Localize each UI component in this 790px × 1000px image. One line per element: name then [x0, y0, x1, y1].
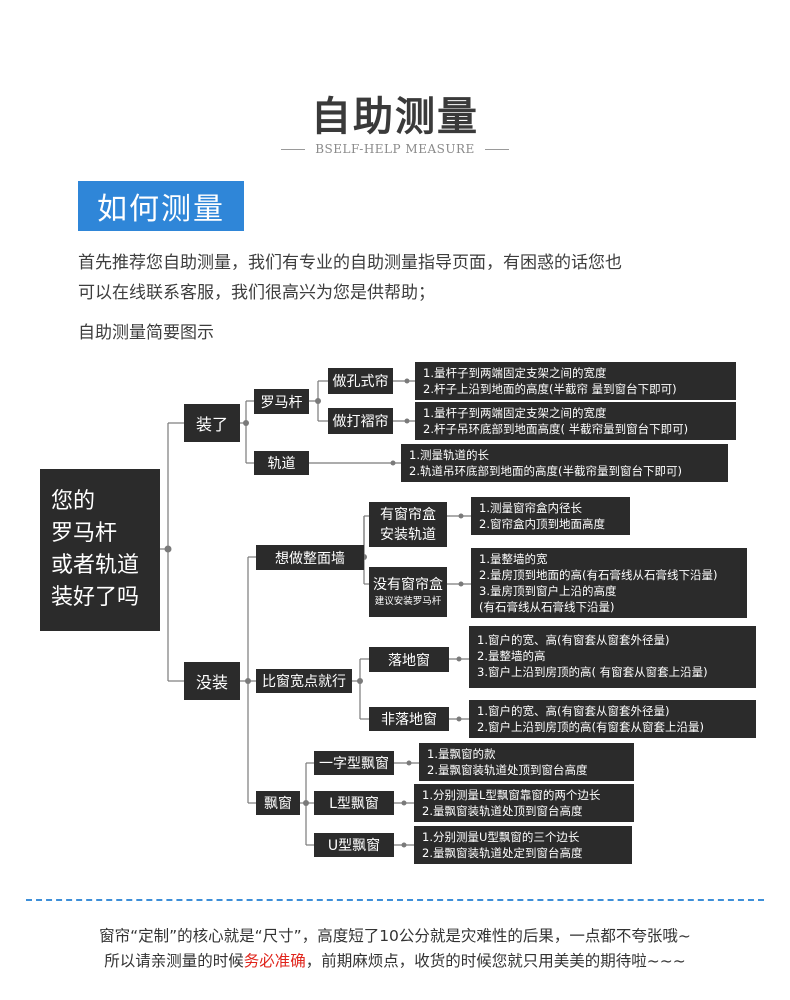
note-line: 2.轨道吊环底部到地面的高度(半截帘量到窗台下即可) — [409, 464, 682, 478]
note-line: 2.杆子上沿到地面的高度(半截帘 量到窗台下即可) — [423, 382, 677, 396]
node-u-shape-bay-window: U型飘窗 — [314, 833, 394, 857]
node-sublabel: 建议安装罗马杆 — [374, 596, 442, 607]
node-roman-rod: 罗马杆 — [254, 389, 309, 414]
note-line: 2.量飘窗装轨道处顶到窗台高度 — [427, 763, 588, 777]
node-not-installed: 没装 — [184, 662, 240, 700]
note-l-shape-bay-window: 1.分别测量L型飘窗靠窗的两个边长 2.量飘窗装轨道处顶到窗台高度 — [414, 784, 634, 822]
subtitle-row: BSELF-HELP MEASURE — [0, 141, 790, 157]
node-hole-curtain: 做孔式帘 — [328, 368, 393, 394]
note-hole-curtain: 1.量杆子到两端固定支架之间的宽度 2.杆子上沿到地面的高度(半截帘 量到窗台下… — [415, 362, 736, 400]
node-l-shape-bay-window: L型飘窗 — [314, 791, 394, 815]
note-line: (有石膏线从石膏线下沿量) — [479, 600, 615, 614]
note-line: 2.杆子吊环底部到地面高度( 半截帘量到窗台下即可) — [423, 422, 689, 436]
node-pleat-curtain: 做打褶帘 — [328, 408, 393, 434]
note-straight-bay-window: 1.量飘窗的款 2.量飘窗装轨道处顶到窗台高度 — [419, 743, 634, 781]
note-line: 1.量整墙的宽 — [479, 552, 548, 566]
note-pleat-curtain: 1.量杆子到两端固定支架之间的宽度 2.杆子吊环底部到地面高度( 半截帘量到窗台… — [415, 402, 736, 440]
note-line: 1.窗户的宽、高(有窗套从窗套外径量) — [477, 633, 670, 647]
node-bay-window: 飘窗 — [256, 791, 300, 815]
diagram-root-node: 您的 罗马杆 或者轨道 装好了吗 — [40, 469, 160, 631]
note-line: 1.分别测量L型飘窗靠窗的两个边长 — [422, 788, 601, 802]
note-floor-window: 1.窗户的宽、高(有窗套从窗套外径量) 2.量整墙的高 3.窗户上沿到房顶的高(… — [469, 626, 756, 688]
note-without-curtain-box: 1.量整墙的宽 2.量房顶到地面的高(有石膏线从石膏线下沿量) 3.量房顶到窗户… — [471, 548, 747, 618]
footer-line: 所以请亲测量的时候务必准确，前期麻烦点，收货的时候您就只用美美的期待啦~~~ — [0, 949, 790, 971]
node-wider-than-window: 比窗宽点就行 — [256, 669, 352, 693]
root-line: 罗马杆 — [51, 521, 118, 546]
footer-line: 窗帘“定制”的核心就是“尺寸”，高度短了10公分就是灾难性的后果，一点都不夸张哦… — [99, 927, 691, 945]
subtitle-divider-left — [281, 148, 306, 150]
node-track: 轨道 — [254, 451, 309, 475]
footer-text: ，前期麻烦点，收货的时候您就只用美美的期待啦~~~ — [305, 952, 686, 970]
page-title: 自助测量 — [311, 94, 479, 140]
footer-highlight: 务必准确 — [243, 952, 306, 970]
note-line: 2.窗户上沿到房顶的高(有窗套从窗套上沿量) — [477, 720, 704, 734]
note-line: 2.窗帘盒内顶到地面高度 — [479, 517, 605, 531]
node-straight-bay-window: 一字型飘窗 — [314, 751, 394, 775]
intro-text: 首先推荐您自助测量，我们有专业的自助测量指导页面，有困惑的话您也 可以在线联系客… — [78, 248, 738, 308]
node-without-curtain-box: 没有窗帘盒 建议安装罗马杆 — [369, 567, 447, 617]
dashed-divider — [26, 899, 764, 901]
intro-line: 可以在线联系客服，我们很高兴为您是供帮助； — [78, 283, 435, 303]
note-line: 1.测量轨道的长 — [409, 448, 489, 462]
note-line: 1.测量窗帘盒内径长 — [479, 501, 582, 515]
note-line: 3.窗户上沿到房顶的高( 有窗套从窗套上沿量) — [477, 665, 708, 679]
note-line: 1.量杆子到两端固定支架之间的宽度 — [423, 406, 607, 420]
subtitle-divider-right — [484, 148, 509, 150]
note-u-shape-bay-window: 1.分别测量U型飘窗的三个边长 2.量飘窗装轨道处定到窗台高度 — [414, 826, 632, 864]
node-whole-wall: 想做整面墙 — [256, 545, 364, 570]
node-floor-window: 落地窗 — [369, 647, 449, 672]
note-with-curtain-box: 1.测量窗帘盒内径长 2.窗帘盒内顶到地面高度 — [471, 497, 630, 535]
note-line: 2.量整墙的高 — [477, 649, 546, 663]
section-heading: 如何测量 — [78, 181, 244, 231]
note-line: 2.量飘窗装轨道处顶到窗台高度 — [422, 804, 583, 818]
note-line: 2.量房顶到地面的高(有石膏线从石膏线下沿量) — [479, 568, 718, 582]
note-line: 2.量飘窗装轨道处定到窗台高度 — [422, 846, 583, 860]
diagram-caption: 自助测量简要图示 — [78, 323, 214, 343]
page-subtitle: BSELF-HELP MEASURE — [315, 142, 475, 156]
note-line: 3.量房顶到窗户上沿的高度 — [479, 584, 617, 598]
note-non-floor-window: 1.窗户的宽、高(有窗套从窗套外径量) 2.窗户上沿到房顶的高(有窗套从窗套上沿… — [469, 700, 756, 738]
note-line: 1.分别测量U型飘窗的三个边长 — [422, 830, 580, 844]
node-label-line: 安装轨道 — [380, 526, 436, 543]
note-track: 1.测量轨道的长 2.轨道吊环底部到地面的高度(半截帘量到窗台下即可) — [401, 444, 728, 482]
root-line: 您的 — [51, 489, 96, 514]
node-label-line: 有窗帘盒 — [380, 506, 436, 523]
node-label-line: 没有窗帘盒 — [373, 577, 443, 593]
node-installed: 装了 — [184, 404, 240, 442]
node-with-curtain-box: 有窗帘盒 安装轨道 — [369, 502, 447, 547]
note-line: 1.量飘窗的款 — [427, 747, 496, 761]
root-line: 或者轨道 — [51, 553, 140, 578]
node-non-floor-window: 非落地窗 — [369, 707, 449, 731]
intro-line: 首先推荐您自助测量，我们有专业的自助测量指导页面，有困惑的话您也 — [78, 253, 622, 273]
note-line: 1.量杆子到两端固定支架之间的宽度 — [423, 366, 607, 380]
note-line: 1.窗户的宽、高(有窗套从窗套外径量) — [477, 704, 670, 718]
footer-text: 所以请亲测量的时候 — [104, 952, 244, 970]
root-line: 装好了吗 — [51, 585, 140, 610]
